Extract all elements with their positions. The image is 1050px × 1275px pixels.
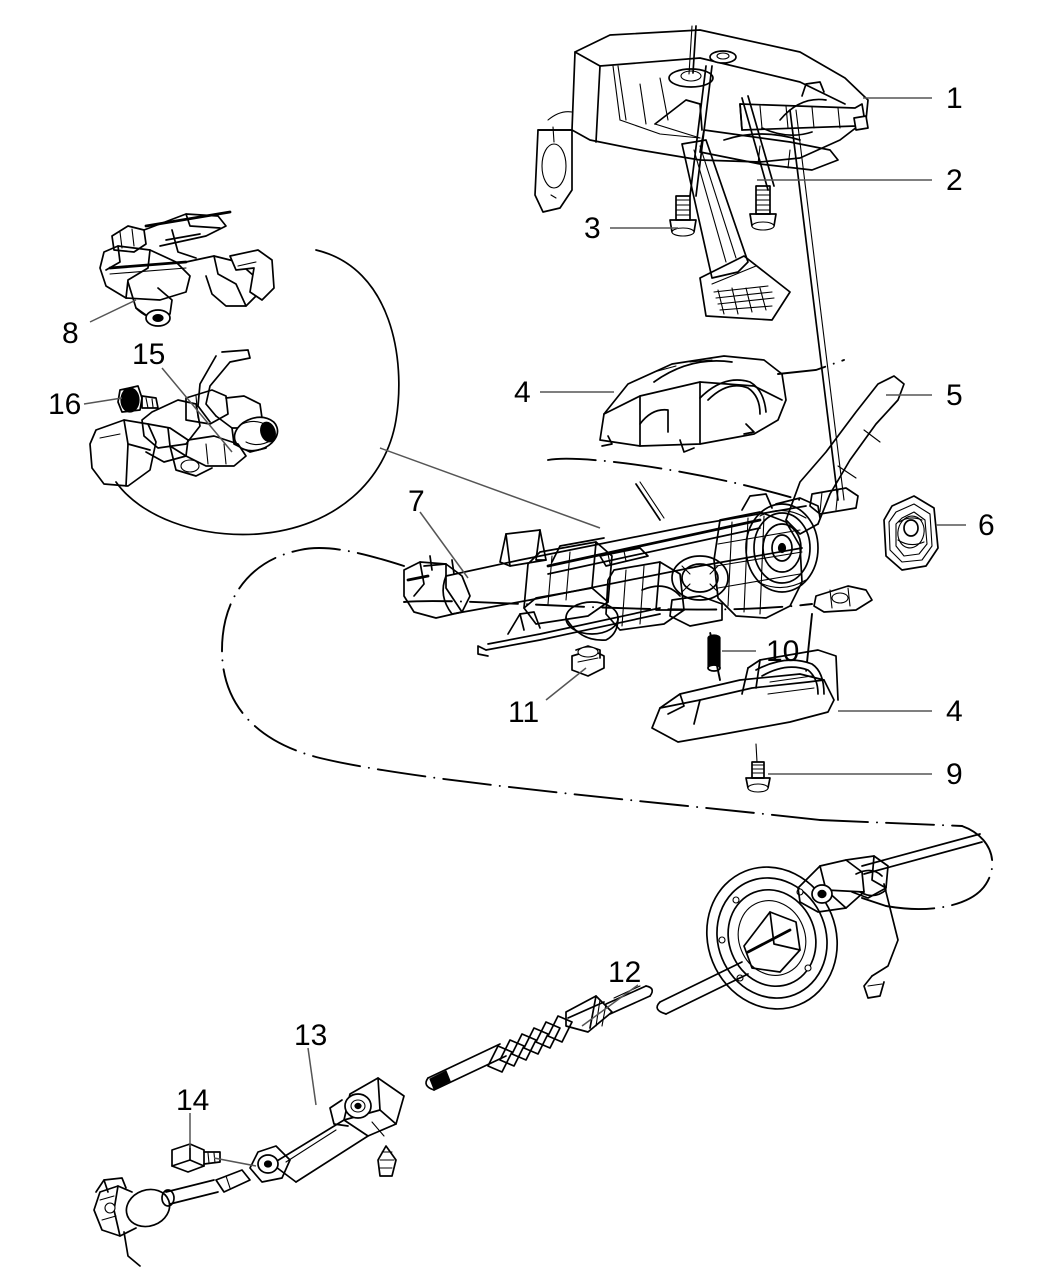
floor-boot-and-joint [656, 833, 983, 1015]
intermediate-shaft [93, 1077, 405, 1267]
lock-pin-fastener [117, 385, 159, 413]
callout-number-4a: 4 [514, 376, 531, 409]
pedal-mounting-bolt-upper [749, 185, 777, 231]
callout-number-5: 5 [946, 379, 963, 412]
callout-number-2: 2 [946, 164, 963, 197]
leader-line-15 [161, 367, 233, 453]
tilt-lock-mechanism [99, 210, 275, 327]
assembly-centerline [221, 359, 994, 910]
leader-line-11 [545, 667, 587, 701]
detail-callout-circle [115, 249, 601, 536]
callout-number-16: 16 [48, 388, 82, 421]
lower-steering-column-shroud [651, 649, 839, 743]
callout-number-1: 1 [946, 82, 963, 115]
steering-shaft-boot-seal [425, 985, 654, 1091]
leader-line-7 [419, 511, 469, 579]
callout-number-9: 9 [946, 758, 963, 791]
shroud-retaining-screw [745, 743, 771, 793]
callout-number-11: 11 [508, 696, 540, 729]
leader-lines [83, 97, 966, 1148]
callout-number-6: 6 [978, 509, 995, 542]
callout-number-10: 10 [766, 635, 800, 668]
callout-number-7: 7 [408, 485, 425, 518]
callout-number-12: 12 [608, 956, 642, 989]
callout-number-13: 13 [294, 1019, 328, 1052]
tilt-release-lever [89, 349, 279, 487]
callout-number-3: 3 [584, 212, 601, 245]
callout-number-8: 8 [62, 317, 79, 350]
pedal-support-bracket-group [534, 25, 869, 501]
universal-joint-pinch-bolt [171, 1143, 257, 1173]
ignition-key-cylinder-bezel [883, 495, 939, 571]
column-grommet-nut [571, 645, 605, 677]
upper-steering-column-shroud [599, 355, 787, 453]
multifunction-turn-signal-lever [785, 375, 905, 535]
leader-line-16 [83, 397, 123, 405]
callout-number-4b: 4 [946, 695, 963, 728]
pedal-mounting-bolt-lower [669, 195, 697, 237]
leader-line-13 [307, 1047, 317, 1106]
callout-number-14: 14 [176, 1084, 210, 1117]
leader-line-12 [581, 984, 639, 1027]
steering-column-assembly [403, 481, 873, 657]
leader-line-8 [89, 299, 137, 323]
callout-number-15: 15 [132, 338, 166, 371]
